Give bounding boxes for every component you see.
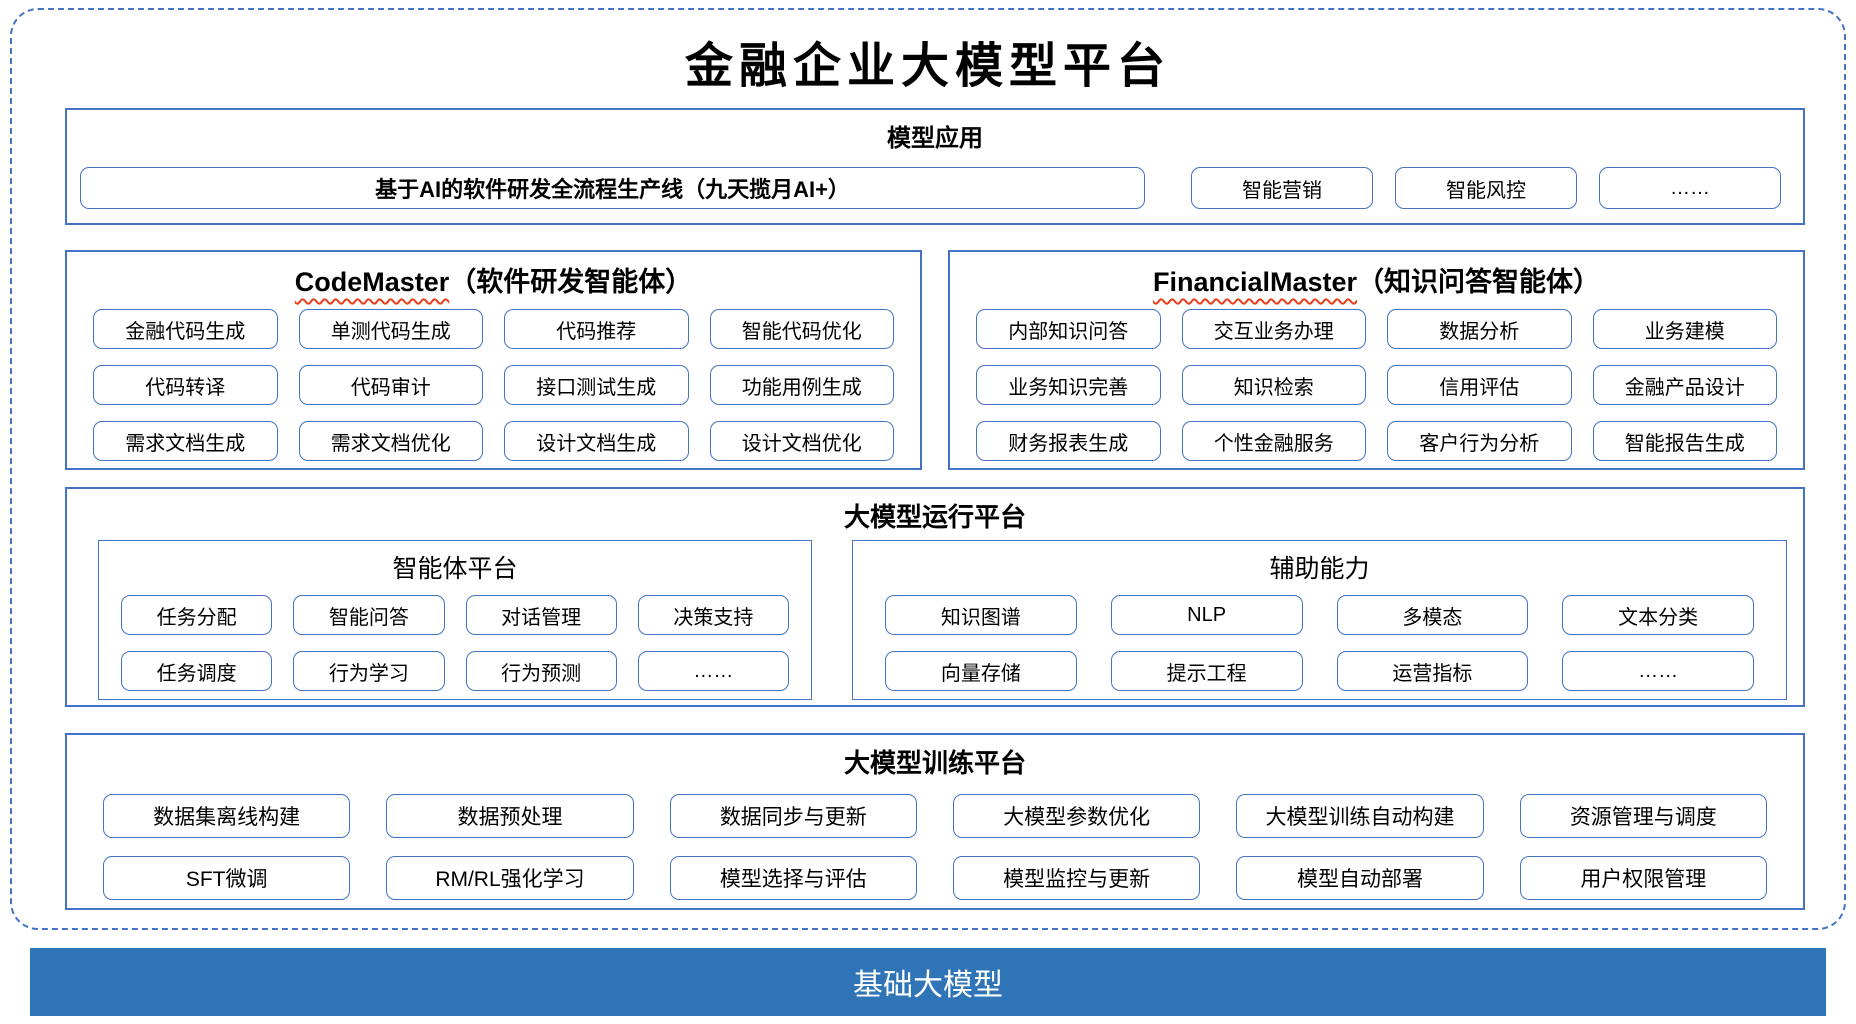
capability-box: 交互业务办理 (1181, 309, 1366, 349)
codemaster-section: CodeMaster（软件研发智能体） 金融代码生成单测代码生成代码推荐智能代码… (65, 250, 922, 470)
model-apps-header: 模型应用 (887, 125, 983, 152)
training-platform-section: 大模型训练平台 数据集离线构建数据预处理数据同步与更新大模型参数优化大模型训练自… (65, 733, 1805, 910)
capability-box: …… (1562, 651, 1754, 691)
capability-box: 需求文档生成 (93, 421, 278, 461)
codemaster-name-chinese: （软件研发智能体） (449, 267, 693, 297)
app-box: 智能风控 (1395, 167, 1577, 209)
financialmaster-header: FinancialMaster（知识问答智能体） (950, 260, 1803, 299)
auxiliary-capabilities-header: 辅助能力 (1269, 555, 1370, 583)
capability-box: 智能代码优化 (709, 309, 894, 349)
diagram-title: 金融企业大模型平台 (684, 40, 1171, 93)
capability-box: RM/RL强化学习 (386, 856, 634, 900)
capability-box: 行为预测 (465, 651, 617, 691)
financialmaster-capabilities-grid: 内部知识问答交互业务办理数据分析业务建模业务知识完善知识检索信用评估金融产品设计… (950, 309, 1803, 461)
codemaster-capabilities-grid: 金融代码生成单测代码生成代码推荐智能代码优化代码转译代码审计接口测试生成功能用例… (67, 309, 920, 461)
capability-box: 接口测试生成 (504, 365, 689, 405)
model-apps-small-boxes: 智能营销智能风控 …… (1191, 167, 1803, 209)
capability-box: 向量存储 (885, 651, 1077, 691)
capability-box: 设计文档生成 (504, 421, 689, 461)
capability-box: 个性金融服务 (1181, 421, 1366, 461)
agent-platform-header: 智能体平台 (392, 555, 518, 583)
capability-box: 模型监控与更新 (952, 856, 1201, 900)
capability-box: 设计文档优化 (709, 421, 894, 461)
capability-box: 业务知识完善 (976, 365, 1161, 405)
training-platform-grid: 数据集离线构建数据预处理数据同步与更新大模型参数优化大模型训练自动构建资源管理与… (67, 794, 1803, 900)
capability-box: 数据分析 (1387, 309, 1572, 349)
financialmaster-section: FinancialMaster（知识问答智能体） 内部知识问答交互业务办理数据分… (948, 250, 1805, 470)
training-platform-header: 大模型训练平台 (843, 748, 1026, 778)
financialmaster-name-english: FinancialMaster (1152, 267, 1358, 297)
capability-box: 任务分配 (121, 595, 273, 635)
codemaster-header: CodeMaster（软件研发智能体） (67, 260, 920, 299)
auxiliary-capabilities-grid: 知识图谱 NLP 多模态文本分类向量存储提示工程运营指标 …… (853, 595, 1786, 691)
codemaster-name-english: CodeMaster (294, 267, 450, 297)
capability-box: 代码转译 (93, 365, 278, 405)
capability-box: 任务调度 (121, 651, 273, 691)
capability-box: 行为学习 (293, 651, 445, 691)
capability-box: 信用评估 (1387, 365, 1572, 405)
model-apps-row: 基于AI的软件研发全流程生产线（九天揽月AI+） 智能营销智能风控 …… (67, 167, 1803, 209)
model-apps-section: 模型应用 基于AI的软件研发全流程生产线（九天揽月AI+） 智能营销智能风控 …… (65, 108, 1805, 225)
capability-box: 大模型训练自动构建 (1236, 794, 1484, 838)
capability-box: 功能用例生成 (709, 365, 894, 405)
capability-box: 内部知识问答 (976, 309, 1161, 349)
capability-box: 资源管理与调度 (1519, 794, 1767, 838)
capability-box: 智能问答 (293, 595, 445, 635)
capability-box: 数据同步与更新 (669, 794, 917, 838)
financialmaster-name-chinese: （知识问答智能体） (1357, 267, 1601, 297)
capability-box: 用户权限管理 (1519, 856, 1767, 900)
capability-box: 决策支持 (637, 595, 789, 635)
capability-box: 数据集离线构建 (103, 794, 351, 838)
capability-box: 数据预处理 (386, 794, 634, 838)
capability-box: 代码推荐 (504, 309, 689, 349)
capability-box: 业务建模 (1592, 309, 1777, 349)
capability-box: 运营指标 (1336, 651, 1529, 691)
capability-box: 客户行为分析 (1387, 421, 1572, 461)
capability-box: SFT微调 (103, 856, 351, 900)
capability-box: 文本分类 (1562, 595, 1754, 635)
app-box: …… (1599, 167, 1781, 209)
runtime-platform-section: 大模型运行平台 智能体平台 任务分配智能问答对话管理决策支持任务调度行为学习行为… (65, 487, 1805, 707)
capability-box: 代码审计 (298, 365, 483, 405)
agent-platform-subsection: 智能体平台 任务分配智能问答对话管理决策支持任务调度行为学习行为预测 …… (98, 540, 812, 700)
capability-box: 需求文档优化 (298, 421, 483, 461)
capability-box: 模型自动部署 (1236, 856, 1484, 900)
capability-box: …… (637, 651, 789, 691)
agent-platform-grid: 任务分配智能问答对话管理决策支持任务调度行为学习行为预测 …… (99, 595, 811, 691)
foundation-model-label: 基础大模型 (853, 969, 1003, 1002)
app-box-ai-pipeline: 基于AI的软件研发全流程生产线（九天揽月AI+） (80, 167, 1145, 209)
capability-box: 知识图谱 (885, 595, 1077, 635)
capability-box: 财务报表生成 (976, 421, 1161, 461)
capability-box: 对话管理 (465, 595, 617, 635)
capability-box: 金融代码生成 (93, 309, 278, 349)
outer-dashed-border (10, 8, 1846, 930)
capability-box: 模型选择与评估 (669, 856, 917, 900)
capability-box: 金融产品设计 (1592, 365, 1777, 405)
runtime-platform-header: 大模型运行平台 (843, 502, 1026, 532)
capability-box: 知识检索 (1181, 365, 1366, 405)
capability-box: 单测代码生成 (298, 309, 483, 349)
capability-box: 大模型参数优化 (952, 794, 1201, 838)
app-box: 智能营销 (1191, 167, 1373, 209)
capability-box: 智能报告生成 (1592, 421, 1777, 461)
capability-box: 提示工程 (1110, 651, 1303, 691)
capability-box: 多模态 (1336, 595, 1529, 635)
capability-box: NLP (1110, 595, 1303, 635)
foundation-model-bar: 基础大模型 (30, 948, 1826, 1016)
auxiliary-capabilities-subsection: 辅助能力 知识图谱 NLP 多模态文本分类向量存储提示工程运营指标 …… (852, 540, 1787, 700)
